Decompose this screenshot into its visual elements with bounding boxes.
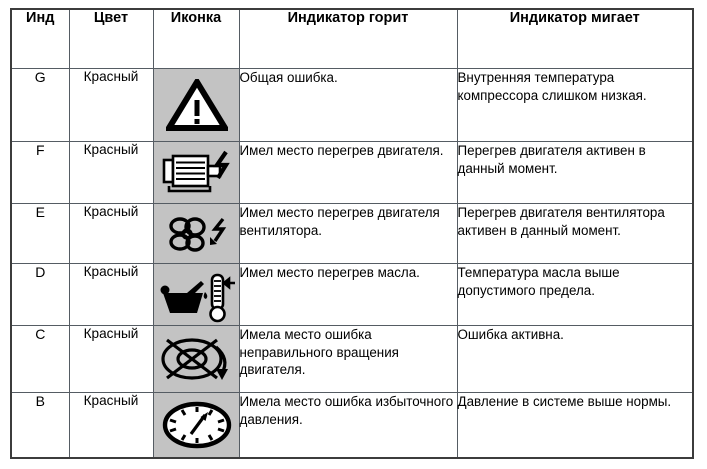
cell-color-name: Красный bbox=[68, 325, 154, 393]
cell-indicator-letter: D bbox=[10, 263, 70, 326]
table-body: G Красный Общая ошибка. Внутр bbox=[10, 68, 694, 459]
cell-indicator-blink: Перегрев двигателя вентилятора активен в… bbox=[456, 203, 694, 264]
cell-indicator-letter: G bbox=[10, 68, 70, 142]
cell-icon bbox=[152, 203, 240, 264]
cell-color-name: Красный bbox=[68, 392, 154, 459]
cell-icon bbox=[152, 392, 240, 459]
table-row: G Красный Общая ошибка. Внутр bbox=[10, 68, 694, 142]
header-row: Инд Цвет Иконка Индикатор горит Индикато… bbox=[10, 8, 694, 69]
cell-indicator-on: Имел место перегрев масла. bbox=[238, 263, 458, 326]
cell-color-name: Красный bbox=[68, 141, 154, 204]
cell-indicator-letter: B bbox=[10, 392, 70, 459]
cell-color-name: Красный bbox=[68, 68, 154, 142]
icon-background bbox=[153, 69, 240, 141]
cell-color-name: Красный bbox=[68, 263, 154, 326]
column-header-icon: Иконка bbox=[152, 8, 240, 69]
cell-icon bbox=[152, 141, 240, 204]
cell-indicator-on: Имел место перегрев двигателя вентилятор… bbox=[238, 203, 458, 264]
cell-indicator-blink: Внутренняя температура компрессора слишк… bbox=[456, 68, 694, 142]
column-header-on: Индикатор горит bbox=[238, 8, 458, 69]
overpressure-gauge-icon bbox=[161, 400, 233, 450]
table-row: B Красный bbox=[10, 392, 694, 459]
table-row: D Красный bbox=[10, 263, 694, 329]
cell-indicator-letter: F bbox=[10, 141, 70, 204]
cell-color-name: Красный bbox=[68, 203, 154, 264]
column-header-blink: Индикатор мигает bbox=[456, 8, 694, 69]
cell-indicator-blink: Давление в системе выше нормы. bbox=[456, 392, 694, 459]
cell-indicator-letter: C bbox=[10, 325, 70, 393]
table-header: Инд Цвет Иконка Индикатор горит Индикато… bbox=[10, 8, 694, 69]
icon-background bbox=[153, 264, 240, 329]
cell-icon bbox=[152, 325, 240, 393]
cell-indicator-blink: Перегрев двигателя активен в данный моме… bbox=[456, 141, 694, 204]
cell-indicator-blink: Температура масла выше допустимого преде… bbox=[456, 263, 694, 326]
indicator-status-table: Инд Цвет Иконка Индикатор горит Индикато… bbox=[10, 8, 694, 459]
cell-indicator-letter: E bbox=[10, 203, 70, 264]
cell-icon bbox=[152, 263, 240, 329]
icon-background bbox=[153, 204, 240, 263]
cell-icon bbox=[152, 68, 240, 142]
wrong-rotation-icon bbox=[158, 333, 236, 385]
cell-indicator-on: Имел место перегрев двигателя. bbox=[238, 141, 458, 204]
cell-indicator-blink: Ошибка активна. bbox=[456, 325, 694, 393]
oil-temperature-icon bbox=[157, 271, 237, 323]
icon-background bbox=[153, 326, 240, 392]
column-header-color: Цвет bbox=[68, 8, 154, 69]
motor-overheat-icon bbox=[160, 149, 234, 197]
fan-motor-overheat-icon bbox=[160, 211, 234, 257]
table-row: F Красный bbox=[10, 141, 694, 204]
warning-triangle-icon bbox=[163, 76, 230, 131]
cell-indicator-on: Имела место ошибка неправильного вращени… bbox=[238, 325, 458, 393]
icon-background bbox=[153, 142, 240, 203]
icon-background bbox=[153, 393, 240, 457]
column-header-ind: Инд bbox=[10, 8, 70, 69]
table-row: C Красный bbox=[10, 325, 694, 393]
table-row: E Красный bbox=[10, 203, 694, 264]
cell-indicator-on: Имела место ошибка избыточного давления. bbox=[238, 392, 458, 459]
cell-indicator-on: Общая ошибка. bbox=[238, 68, 458, 142]
